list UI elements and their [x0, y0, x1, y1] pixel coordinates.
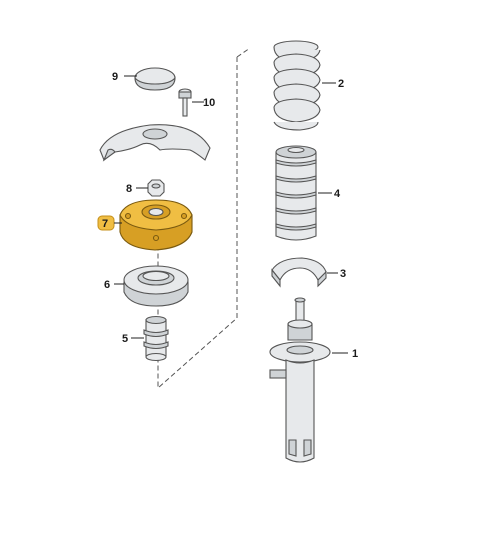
part-10-bolt[interactable]: [178, 88, 192, 117]
part-8-nut[interactable]: [147, 179, 165, 197]
part-9-cap[interactable]: [134, 67, 176, 91]
part-6-bearing[interactable]: [123, 265, 189, 307]
callout-9: 9: [112, 71, 118, 83]
callout-10: 10: [203, 97, 215, 109]
part-4-dust-boot[interactable]: [275, 145, 317, 241]
part-2-coil-spring[interactable]: [273, 40, 321, 131]
callout-7: 7: [102, 218, 108, 230]
callout-6: 6: [104, 279, 110, 291]
callout-1: 1: [352, 348, 358, 360]
callout-8: 8: [126, 183, 132, 195]
callout-3: 3: [340, 268, 346, 280]
part-3-spring-seat[interactable]: [271, 257, 327, 288]
cover-plate[interactable]: [99, 124, 211, 162]
callout-2: 2: [338, 78, 344, 90]
part-7-strut-mount[interactable]: [119, 199, 193, 251]
part-1-shock-absorber[interactable]: [269, 297, 331, 463]
callout-5: 5: [122, 333, 128, 345]
part-5-bump-stop[interactable]: [143, 315, 169, 362]
callout-4: 4: [334, 188, 341, 200]
